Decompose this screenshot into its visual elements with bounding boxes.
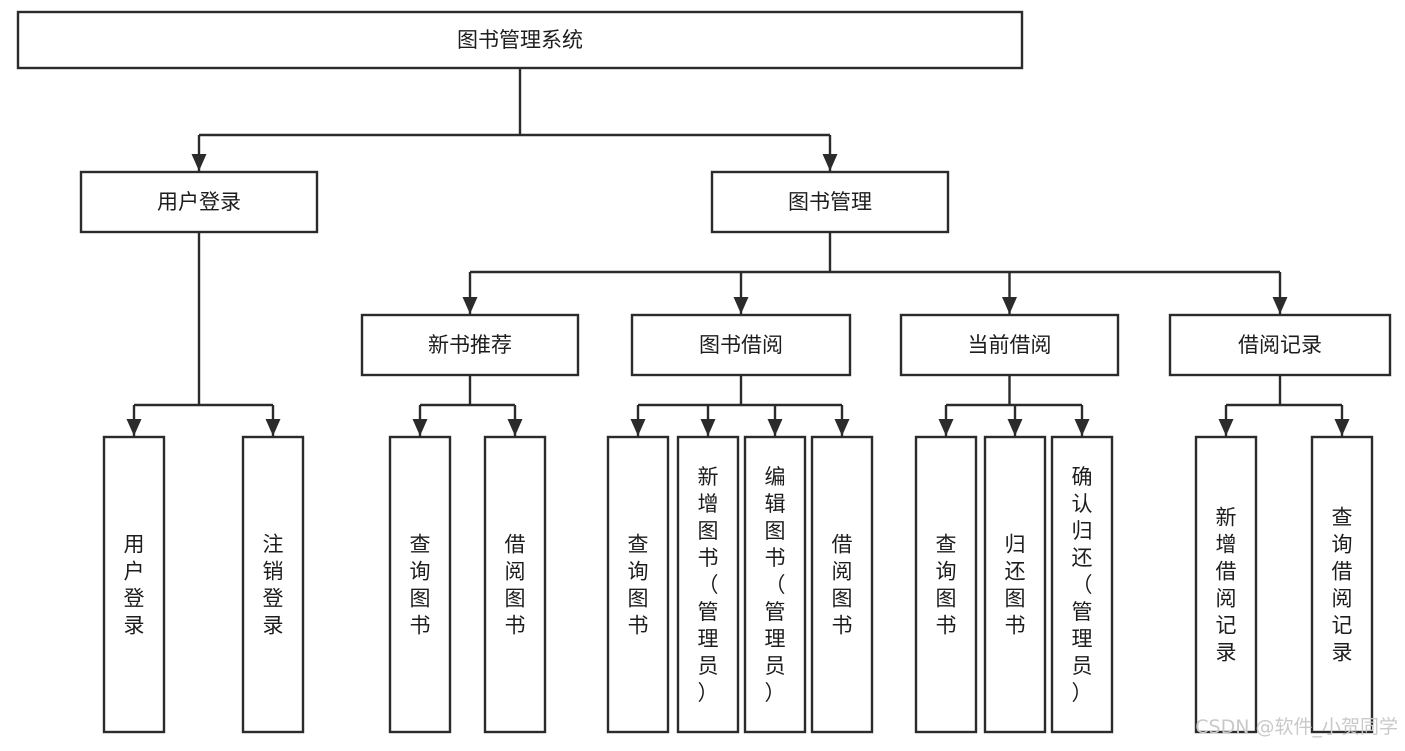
node-leaf-logout[interactable]: 注销登录: [241, 435, 305, 734]
node-book-management-box[interactable]: [710, 170, 950, 234]
node-leaf-logout-box[interactable]: [241, 435, 305, 734]
node-leaf-query-book-nbr-box[interactable]: [388, 435, 452, 734]
arrow-head-icon: [1074, 419, 1090, 436]
node-leaf-query-record-label: 查询借阅记录: [1332, 506, 1353, 665]
arrow-head-icon: [938, 419, 954, 436]
arrow-head-icon: [733, 297, 749, 314]
node-current-borrow-label: 当前借阅: [968, 333, 1052, 357]
node-leaf-edit-book-box[interactable]: [743, 435, 807, 734]
node-leaf-return-book-box[interactable]: [983, 435, 1047, 734]
node-book-management[interactable]: 图书管理: [710, 170, 950, 234]
arrow-head-icon: [630, 419, 646, 436]
arrow-head-icon: [1218, 419, 1234, 436]
node-leaf-edit-book[interactable]: 编辑图书（管理员）: [743, 435, 807, 734]
node-leaf-edit-book-label: 编辑图书（管理员）: [765, 465, 786, 705]
node-leaf-query-book-bb-box[interactable]: [606, 435, 670, 734]
node-new-book-recommend[interactable]: 新书推荐: [360, 313, 580, 377]
node-root-book-management-system-label: 图书管理系统: [457, 28, 583, 52]
arrow-head-icon: [700, 419, 716, 436]
node-current-borrow-box[interactable]: [899, 313, 1120, 377]
node-leaf-query-book-cb[interactable]: 查询图书: [914, 435, 978, 734]
node-leaf-add-book-label: 新增图书（管理员）: [698, 465, 719, 705]
node-leaf-add-record-box[interactable]: [1194, 435, 1258, 734]
connectors-layer: [126, 68, 1350, 436]
node-book-management-label: 图书管理: [788, 190, 872, 214]
node-current-borrow[interactable]: 当前借阅: [899, 313, 1120, 377]
arrow-head-icon: [462, 297, 478, 314]
node-leaf-return-book[interactable]: 归还图书: [983, 435, 1047, 734]
node-new-book-recommend-label: 新书推荐: [428, 333, 512, 357]
node-leaf-user-login[interactable]: 用户登录: [102, 435, 166, 734]
arrow-head-icon: [1334, 419, 1350, 436]
node-leaf-user-login-label: 用户登录: [124, 533, 145, 638]
node-leaf-logout-label: 注销登录: [263, 533, 284, 638]
node-leaf-query-record-box[interactable]: [1310, 435, 1374, 734]
arrow-head-icon: [1002, 297, 1017, 314]
node-leaf-query-book-cb-label: 查询图书: [936, 533, 957, 638]
node-leaf-query-book-bb-label: 查询图书: [628, 533, 649, 638]
arrow-head-icon: [1007, 419, 1023, 436]
arrow-head-icon: [507, 419, 523, 436]
node-leaf-query-record[interactable]: 查询借阅记录: [1310, 435, 1374, 734]
node-leaf-borrow-book-bb-label: 借阅图书: [832, 533, 853, 638]
arrow-head-icon: [834, 419, 850, 436]
node-root-book-management-system[interactable]: 图书管理系统: [16, 10, 1024, 70]
node-leaf-query-book-nbr-label: 查询图书: [410, 533, 431, 638]
node-leaf-query-book-nbr[interactable]: 查询图书: [388, 435, 452, 734]
node-leaf-add-record-label: 新增借阅记录: [1216, 506, 1237, 665]
node-leaf-add-book-box[interactable]: [676, 435, 740, 734]
node-leaf-query-book-bb[interactable]: 查询图书: [606, 435, 670, 734]
node-book-borrow[interactable]: 图书借阅: [630, 313, 852, 377]
watermark-layer: CSDN @软件_小贺同学: [1195, 716, 1398, 738]
node-leaf-borrow-book-nbr-box[interactable]: [483, 435, 547, 734]
arrow-head-icon: [1272, 297, 1288, 314]
node-book-borrow-box[interactable]: [630, 313, 852, 377]
node-leaf-borrow-book-nbr[interactable]: 借阅图书: [483, 435, 547, 734]
node-leaf-query-book-cb-box[interactable]: [914, 435, 978, 734]
arrow-head-icon: [191, 154, 207, 171]
node-user-login-box[interactable]: [79, 170, 319, 234]
node-leaf-add-book[interactable]: 新增图书（管理员）: [676, 435, 740, 734]
node-leaf-user-login-box[interactable]: [102, 435, 166, 734]
arrow-head-icon: [822, 154, 838, 171]
node-borrow-record-label: 借阅记录: [1238, 333, 1322, 357]
arrow-head-icon: [767, 419, 783, 436]
node-leaf-confirm-return[interactable]: 确认归还（管理员）: [1050, 435, 1114, 734]
arrow-head-icon: [126, 419, 142, 436]
node-book-borrow-label: 图书借阅: [699, 333, 783, 357]
node-leaf-borrow-book-bb-box[interactable]: [810, 435, 874, 734]
node-borrow-record[interactable]: 借阅记录: [1168, 313, 1392, 377]
node-user-login[interactable]: 用户登录: [79, 170, 319, 234]
nodes-layer: 图书管理系统用户登录图书管理新书推荐图书借阅当前借阅借阅记录用户登录注销登录查询…: [16, 10, 1392, 734]
node-user-login-label: 用户登录: [157, 190, 241, 214]
arrow-head-icon: [265, 419, 281, 436]
node-leaf-confirm-return-label: 确认归还（管理员）: [1072, 465, 1093, 705]
node-leaf-return-book-label: 归还图书: [1005, 533, 1026, 638]
node-borrow-record-box[interactable]: [1168, 313, 1392, 377]
node-leaf-borrow-book-nbr-label: 借阅图书: [505, 533, 526, 638]
node-leaf-confirm-return-box[interactable]: [1050, 435, 1114, 734]
node-root-book-management-system-box[interactable]: [16, 10, 1024, 70]
node-leaf-add-record[interactable]: 新增借阅记录: [1194, 435, 1258, 734]
csdn-watermark: CSDN @软件_小贺同学: [1195, 716, 1398, 738]
node-new-book-recommend-box[interactable]: [360, 313, 580, 377]
node-leaf-borrow-book-bb[interactable]: 借阅图书: [810, 435, 874, 734]
arrow-head-icon: [412, 419, 428, 436]
